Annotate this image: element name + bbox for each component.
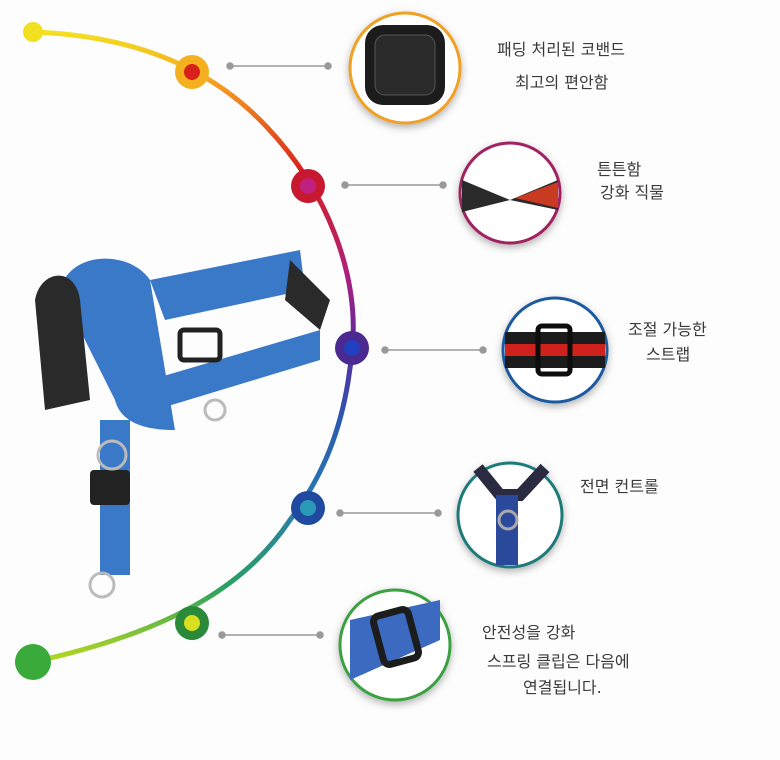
feature-5-line-2: 스프링 클립은 다음에 <box>487 652 630 671</box>
node-2 <box>291 169 325 203</box>
arc-start-dot <box>23 22 43 42</box>
detail-front-control <box>456 461 564 569</box>
node-3 <box>335 331 369 365</box>
feature-3-subtitle: 스트랩 <box>646 345 691 364</box>
feature-4-title: 전면 컨트롤 <box>580 477 659 496</box>
node-5 <box>175 606 209 640</box>
feature-1-subtitle: 최고의 편안함 <box>515 73 609 92</box>
feature-5-title: 안전성을 강화 <box>482 623 576 642</box>
arc-end-dot <box>15 644 51 680</box>
detail-reinforced-fabric <box>458 141 562 245</box>
node-4 <box>291 491 325 525</box>
detail-spring-clip <box>338 588 452 702</box>
feature-2-subtitle: 강화 직물 <box>600 183 664 202</box>
feature-2-title: 튼튼함 <box>597 160 642 179</box>
detail-adjustable-strap <box>501 296 609 404</box>
detail-padded-noseband <box>348 11 462 125</box>
node-1 <box>175 55 209 89</box>
feature-5-line-3: 연결됩니다. <box>523 678 602 697</box>
harness-product-image <box>35 250 330 599</box>
feature-3-title: 조절 가능한 <box>628 320 707 339</box>
feature-1-title: 패딩 처리된 코밴드 <box>497 40 625 59</box>
connectors <box>218 62 487 639</box>
